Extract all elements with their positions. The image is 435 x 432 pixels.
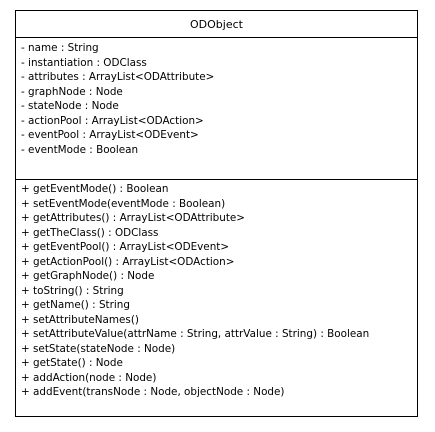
operation-item: + setAttributeValue(attrName : String, a… [21, 328, 370, 340]
operation-item: + getAttributes() : ArrayList<ODAttribut… [21, 212, 246, 224]
attribute-item: - actionPool : ArrayList<ODAction> [21, 114, 204, 127]
attribute-item: - instantiation : ODClass [21, 56, 147, 69]
attribute-item: - eventMode : Boolean [21, 143, 139, 156]
class-name: ODObject [190, 17, 243, 31]
uml-class-box: ODObject - name : String - instantiation… [15, 10, 418, 417]
operation-item: + setAttributeNames() [21, 313, 139, 326]
operation-item: + getEventMode() : Boolean [21, 183, 169, 195]
operation-item: + getEventPool() : ArrayList<ODEvent> [21, 241, 230, 253]
attributes-compartment: - name : String - instantiation : ODClas… [16, 38, 417, 180]
operation-item: + toString() : String [21, 284, 124, 297]
attribute-item: - attributes : ArrayList<ODAttribute> [21, 71, 215, 83]
operation-item: + getState() : Node [21, 357, 123, 369]
operations-compartment: + getEventMode() : Boolean + setEventMod… [16, 180, 417, 400]
operation-item: + addEvent(transNode : Node, objectNode … [21, 386, 285, 398]
attribute-item: - eventPool : ArrayList<ODEvent> [21, 129, 199, 141]
operation-item: + getActionPool() : ArrayList<ODAction> [21, 255, 235, 268]
attribute-item: - graphNode : Node [21, 85, 123, 98]
operation-item: + setState(stateNode : Node) [21, 342, 176, 355]
operation-item: + getName() : String [21, 299, 130, 311]
operation-item: + setEventMode(eventMode : Boolean) [21, 197, 226, 210]
attribute-item: - name : String [21, 42, 99, 54]
class-name-compartment: ODObject [16, 11, 417, 38]
operation-item: + getTheClass() : ODClass [21, 226, 159, 239]
operation-item: + addAction(node : Node) [21, 371, 157, 384]
attribute-item: - stateNode : Node [21, 100, 119, 112]
operation-item: + getGraphNode() : Node [21, 270, 155, 282]
